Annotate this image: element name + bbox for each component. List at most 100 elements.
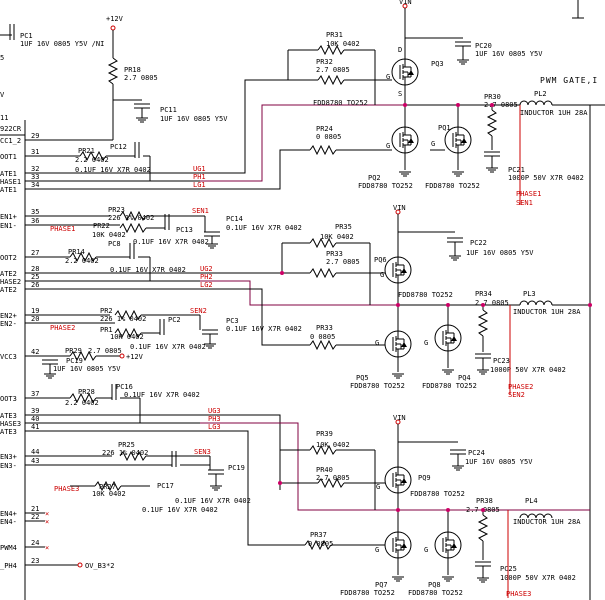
svg-text:FDD8780 TO252: FDD8780 TO252 — [358, 182, 413, 190]
svg-text:0.1UF 16V X7R 0402: 0.1UF 16V X7R 0402 — [175, 497, 251, 505]
svg-text:G: G — [376, 483, 380, 491]
svg-text:G: G — [386, 73, 390, 81]
svg-text:SEN3: SEN3 — [194, 448, 211, 456]
svg-text:SEN2: SEN2 — [190, 307, 207, 315]
svg-text:PC24: PC24 — [468, 449, 485, 457]
phase3-high-side: VIN PC24 1UF 16V 0805 Y5V PR39 10K 0402 … — [280, 414, 533, 510]
svg-text:PR31: PR31 — [326, 31, 343, 39]
svg-text:PC22: PC22 — [470, 239, 487, 247]
svg-text:PQ1: PQ1 — [438, 124, 451, 132]
svg-text:EN3+: EN3+ — [0, 453, 17, 461]
svg-text:PC13: PC13 — [176, 226, 193, 234]
svg-text:PL2: PL2 — [534, 90, 547, 98]
svg-text:PR27: PR27 — [99, 483, 116, 491]
svg-text:ATE3: ATE3 — [0, 412, 17, 420]
svg-text:PC2: PC2 — [168, 316, 181, 324]
svg-text:VIN: VIN — [393, 414, 406, 422]
svg-text:G: G — [380, 271, 384, 279]
pin-21: EN4+21× — [0, 505, 49, 518]
phase1-high-side: VIN PC20 1UF 16V 0805 Y5V G D S PR31 10K… — [287, 0, 543, 107]
svg-text:CC1_2: CC1_2 — [0, 137, 21, 145]
pin-33: HASE1 33 — [0, 173, 200, 186]
pin-20: EN2- 20 — [0, 315, 70, 328]
svg-text:SEN2: SEN2 — [508, 391, 525, 399]
net-ug1: UG1 — [193, 165, 206, 173]
svg-text:VIN: VIN — [399, 0, 412, 6]
svg-text:2.7 0805: 2.7 0805 — [316, 474, 350, 482]
pin-35: EN1+35 — [0, 208, 70, 221]
net-lg3: LG3 — [208, 423, 221, 431]
svg-text:31: 31 — [31, 148, 39, 156]
svg-text:5: 5 — [0, 54, 4, 62]
svg-text:2.7 0805: 2.7 0805 — [326, 258, 360, 266]
svg-text:PC23: PC23 — [493, 357, 510, 365]
vcc-decoupling: PR29 2.7 0805 +12V PC19 1UF 16V 0805 Y5V — [41, 347, 144, 379]
svg-text:PC3: PC3 — [226, 317, 239, 325]
pin-37: OOT3 37 — [0, 390, 70, 403]
svg-text:19: 19 — [31, 307, 39, 315]
phase1-low-side: PR24 0 0805 G G PQ2 FDD8780 TO252 PQ1 FD… — [309, 90, 605, 600]
svg-text:HASE1: HASE1 — [0, 178, 21, 186]
svg-text:1UF 16V 0805 Y5V: 1UF 16V 0805 Y5V — [465, 458, 533, 466]
svg-text:PHASE1: PHASE1 — [50, 225, 75, 233]
svg-text:0.1UF 16V X7R 0402: 0.1UF 16V X7R 0402 — [124, 391, 200, 399]
svg-text:EN2-: EN2- — [0, 320, 17, 328]
svg-text:G: G — [431, 140, 435, 148]
svg-text:32: 32 — [31, 165, 39, 173]
svg-text:10K 0402: 10K 0402 — [92, 231, 126, 239]
svg-text:PR35: PR35 — [335, 223, 352, 231]
svg-text:HASE2: HASE2 — [0, 278, 21, 286]
svg-text:INDUCTOR 1UH 28A: INDUCTOR 1UH 28A — [513, 308, 581, 316]
svg-text:PHASE3: PHASE3 — [54, 485, 79, 493]
svg-text:PL4: PL4 — [525, 497, 538, 505]
svg-text:37: 37 — [31, 390, 39, 398]
svg-text:EN1+: EN1+ — [0, 213, 17, 221]
svg-text:VIN: VIN — [393, 204, 406, 212]
phase2-low-side: PR33 0 0805 G G PQ5 FDD8780 TO252 PQ4 FD… — [309, 290, 590, 399]
svg-text:PR39: PR39 — [316, 430, 333, 438]
svg-text:2.7 0805: 2.7 0805 — [316, 66, 350, 74]
svg-text:0 0805: 0 0805 — [310, 333, 335, 341]
svg-text:PR1: PR1 — [100, 326, 113, 334]
svg-text:FDD8780 TO252: FDD8780 TO252 — [350, 382, 405, 390]
svg-text:20: 20 — [31, 315, 39, 323]
svg-text:PR2: PR2 — [100, 307, 113, 315]
svg-text:10K 0402: 10K 0402 — [320, 233, 354, 241]
svg-text:INDUCTOR 1UH 28A: INDUCTOR 1UH 28A — [513, 518, 581, 526]
net-ph1: PH1 — [193, 173, 206, 181]
pin-44: EN3+ 44 — [0, 448, 70, 461]
svg-text:×: × — [45, 544, 49, 552]
svg-text:ATE2: ATE2 — [0, 270, 17, 278]
svg-text:10K 0402: 10K 0402 — [92, 490, 126, 498]
svg-text:2.7 0805: 2.7 0805 — [484, 101, 518, 109]
svg-text:PQ8: PQ8 — [428, 581, 441, 589]
svg-text:33: 33 — [31, 173, 39, 181]
svg-text:PHASE2: PHASE2 — [50, 324, 75, 332]
svg-text:2.7 0805: 2.7 0805 — [88, 347, 122, 355]
svg-text:2.2 0402: 2.2 0402 — [65, 257, 99, 265]
svg-text:PWM4: PWM4 — [0, 544, 17, 552]
svg-text:1UF 16V 0805 Y5V: 1UF 16V 0805 Y5V — [466, 249, 534, 257]
svg-text:42: 42 — [31, 348, 39, 356]
svg-text:ATE1: ATE1 — [0, 186, 17, 194]
svg-text:44: 44 — [31, 448, 39, 456]
svg-text:EN3-: EN3- — [0, 462, 17, 470]
svg-text:2.2 0402: 2.2 0402 — [75, 156, 109, 164]
svg-text:D: D — [398, 46, 402, 54]
svg-text:0 0805: 0 0805 — [316, 133, 341, 141]
svg-text:PR34: PR34 — [475, 290, 492, 298]
svg-text:26: 26 — [31, 281, 39, 289]
svg-text:41: 41 — [31, 423, 39, 431]
svg-text:OOT3: OOT3 — [0, 395, 17, 403]
svg-text:2.7 0805: 2.7 0805 — [475, 299, 509, 307]
svg-text:21: 21 — [31, 505, 39, 513]
svg-text:V: V — [0, 91, 5, 99]
svg-text:G: G — [386, 142, 390, 150]
svg-text:24: 24 — [31, 539, 39, 547]
svg-text:×: × — [45, 518, 49, 526]
